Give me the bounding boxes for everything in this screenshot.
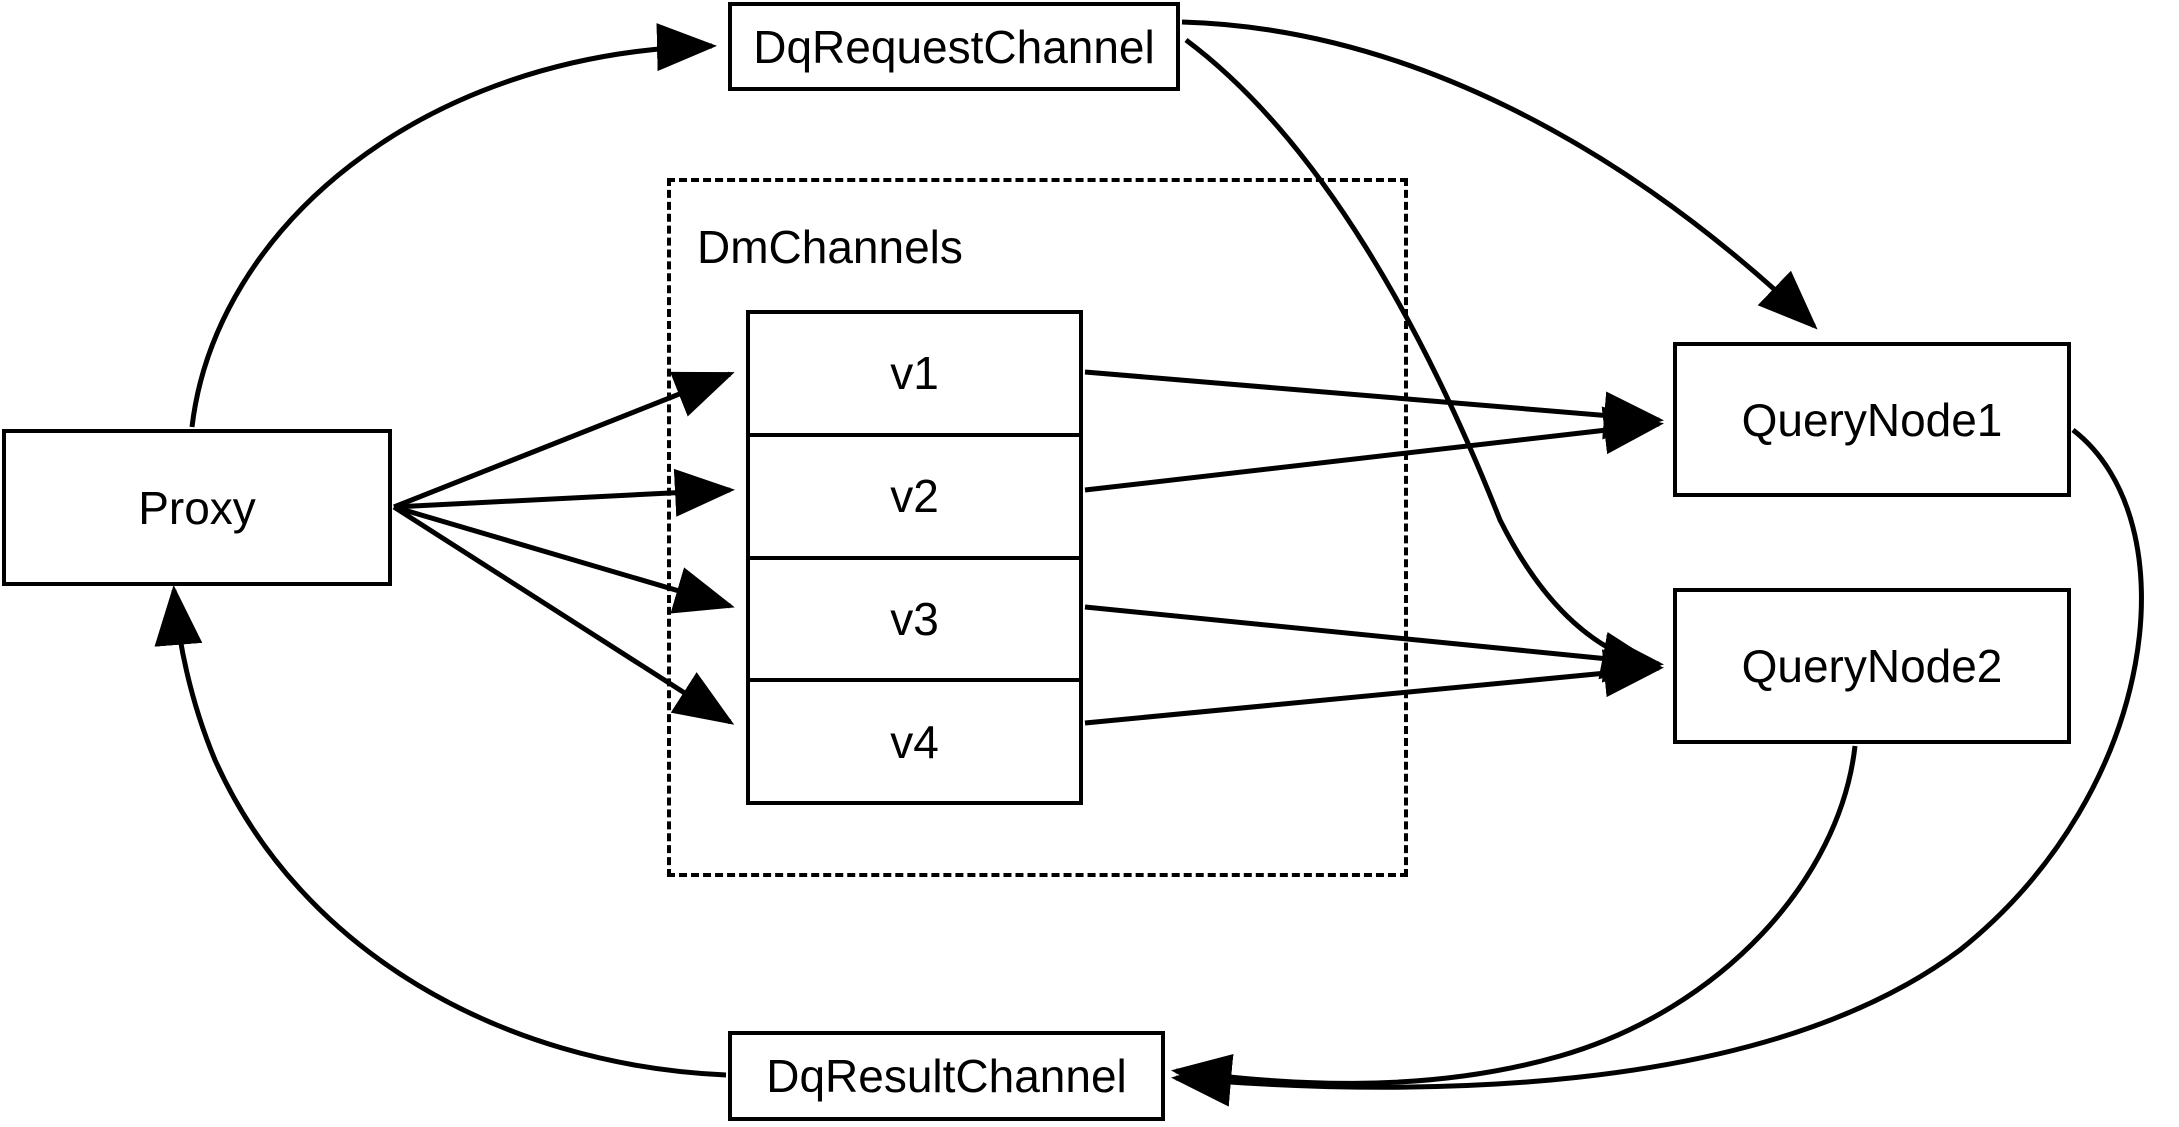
- node-query-node-1[interactable]: QueryNode1: [1673, 342, 2071, 497]
- edge-query-node-2-to-dq-result: [1171, 745, 1858, 1102]
- edge-v4-to-query-node-2: [1084, 649, 1664, 726]
- edge-dq-request-to-query-node-2: [1184, 37, 1662, 680]
- edge-v2-to-query-node-1: [1084, 406, 1664, 493]
- edge-dq-result-to-proxy: [154, 585, 727, 1078]
- edge-query-node-1-to-dq-result: [1171, 428, 2144, 1107]
- vchannel-row-v4[interactable]: v4: [750, 682, 1079, 801]
- node-proxy[interactable]: Proxy: [2, 429, 392, 586]
- edge-proxy-to-v3: [393, 504, 735, 614]
- edge-proxy-to-v2: [393, 468, 735, 517]
- edge-v3-to-query-node-2: [1084, 604, 1664, 683]
- edge-proxy-to-v1: [393, 371, 735, 510]
- vchannel-row-v2[interactable]: v2: [750, 436, 1079, 560]
- edge-proxy-to-v4: [392, 504, 735, 725]
- dm-channels-group-label: DmChannels: [697, 221, 963, 273]
- dm-channels-group: [667, 178, 1408, 877]
- edge-dq-request-to-query-node-1: [1181, 19, 1818, 330]
- vchannel-stack: v1 v2 v3 v4: [746, 310, 1083, 805]
- edge-proxy-to-dq-request: [189, 23, 717, 428]
- node-dq-result-channel[interactable]: DqResultChannel: [728, 1031, 1165, 1121]
- vchannel-row-v3[interactable]: v3: [750, 559, 1079, 683]
- edge-v1-to-query-node-1: [1084, 369, 1664, 440]
- node-query-node-2[interactable]: QueryNode2: [1673, 588, 2071, 744]
- node-dq-request-channel[interactable]: DqRequestChannel: [728, 2, 1180, 91]
- vchannel-row-v1[interactable]: v1: [750, 314, 1079, 437]
